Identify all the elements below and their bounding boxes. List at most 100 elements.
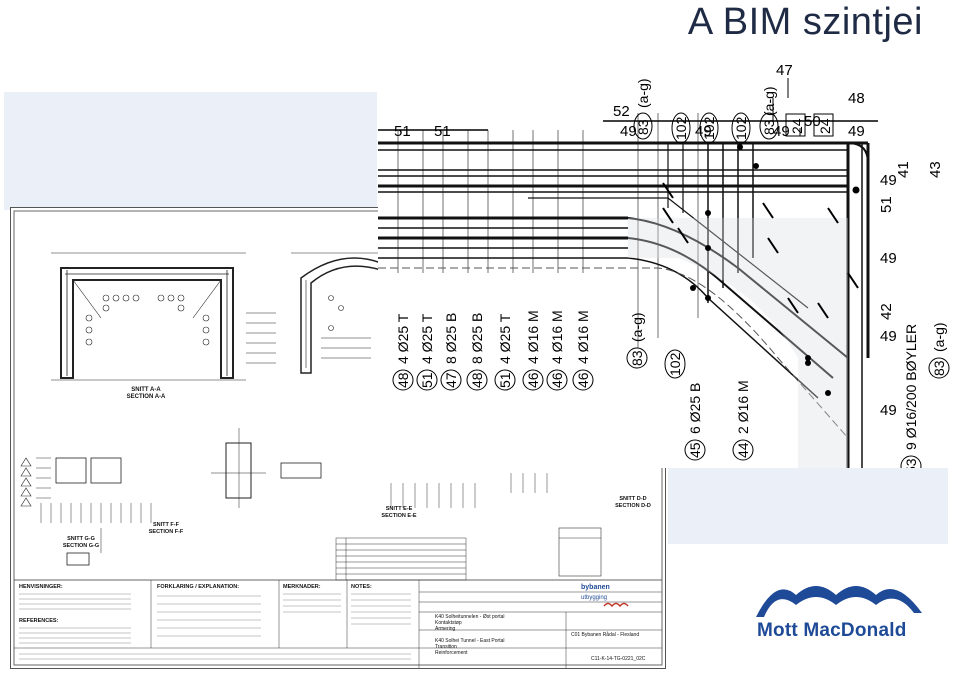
svg-text:102: 102: [667, 352, 683, 376]
section-b-figure: [291, 252, 383, 374]
top-mark: 49: [620, 123, 637, 140]
svg-text:46: 46: [549, 372, 565, 388]
svg-text:8 Ø25 B: 8 Ø25 B: [443, 313, 459, 364]
svg-text:102: 102: [733, 116, 749, 140]
section-d-d-label: SNITT D-D SECTION D-D: [615, 496, 651, 509]
top-circled-labels: 83 (a-g) 102 102 102 83 24 24 (a-g): [633, 78, 834, 144]
svg-text:SNITT D-D: SNITT D-D: [619, 496, 646, 502]
svg-text:(a-g): (a-g): [629, 312, 645, 342]
right-mark: 49: [880, 172, 897, 189]
svg-text:SNITT F-F: SNITT F-F: [153, 522, 180, 528]
svg-text:83: 83: [635, 119, 651, 135]
svg-text:47: 47: [443, 372, 459, 388]
rebar-ticks: [662, 182, 859, 319]
left-mark: 51: [434, 123, 451, 140]
rebar-bars: [378, 113, 870, 468]
svg-text:24: 24: [817, 118, 833, 134]
section-d-d-figure: [558, 527, 602, 577]
svg-text:53: 53: [903, 458, 919, 468]
svg-text:4 Ø16 M: 4 Ø16 M: [549, 310, 565, 364]
svg-text:4 Ø25 T: 4 Ø25 T: [395, 313, 411, 364]
logo-text: Mott MacDonald: [757, 620, 907, 641]
svg-text:102: 102: [701, 116, 717, 140]
svg-text:48: 48: [395, 372, 411, 388]
right-mark: 49: [880, 250, 897, 267]
notes-text-lines: [19, 593, 411, 660]
title-line-1: K40 Solheitunnelen - Øst portal: [435, 614, 505, 620]
top-mark: 49: [695, 123, 712, 140]
top-dim: 52: [613, 103, 630, 120]
section-g-g-label: SNITT G-G SECTION G-G: [63, 536, 99, 549]
title-line-2: Kontaktstøp: [435, 620, 462, 626]
right-mark: 49: [880, 328, 897, 345]
rebar-detail-zoom: 51 51 49 49 49 50 49 52 47 48 83 (a-g) 10…: [378, 58, 959, 468]
section-a-a-figure: [51, 252, 276, 381]
svg-text:9 Ø16/200 BØYLER: 9 Ø16/200 BØYLER: [903, 324, 919, 450]
svg-text:8 Ø25 B: 8 Ø25 B: [469, 313, 485, 364]
svg-text:42: 42: [878, 303, 895, 320]
client-logo-subtext: utbygging: [581, 595, 607, 601]
rebar-dots: [690, 144, 860, 396]
title-line-6: Reinforcement: [435, 650, 468, 656]
references-heading: REFERENCES:: [19, 618, 59, 624]
svg-text:46: 46: [575, 372, 591, 388]
svg-text:41: 41: [895, 161, 912, 178]
henvisninger-heading: HENVISNINGER:: [19, 584, 63, 590]
client-logo-text: bybanen: [581, 584, 610, 591]
small-section-figures: [55, 457, 322, 566]
merknader-heading: MERKNADER:: [283, 584, 321, 590]
slide-title: A BIM szintjei: [687, 1, 923, 43]
dimension-arrows: [608, 78, 801, 136]
svg-text:4 Ø25 T: 4 Ø25 T: [497, 313, 513, 364]
svg-text:SNITT G-G: SNITT G-G: [67, 536, 95, 542]
svg-text:SECTION D-D: SECTION D-D: [615, 503, 651, 509]
top-mark: 50: [804, 113, 821, 130]
svg-text:51: 51: [419, 372, 435, 388]
title-line-5: Transition: [435, 644, 457, 650]
background-panel: [4, 92, 377, 210]
svg-text:83: 83: [761, 119, 777, 135]
svg-text:83: 83: [629, 350, 645, 366]
rebar-labels: 484 Ø25 T 514 Ø25 T 478 Ø25 B 488 Ø25 B …: [392, 310, 950, 468]
svg-text:24: 24: [789, 118, 805, 134]
top-dim: 48: [848, 90, 865, 107]
svg-text:SNITT E-E: SNITT E-E: [386, 506, 413, 512]
revision-triangles: [20, 457, 32, 507]
title-block: bybanen utbygging C01 Bybanen Rådal - Fl…: [419, 584, 662, 668]
revision-table: [335, 537, 467, 581]
svg-text:4 Ø16 M: 4 Ø16 M: [575, 310, 591, 364]
svg-text:43: 43: [927, 161, 944, 178]
svg-text:83: 83: [931, 360, 947, 376]
mott-macdonald-logo: [756, 586, 922, 617]
svg-text:4 Ø25 T: 4 Ø25 T: [419, 313, 435, 364]
left-mark: 51: [394, 123, 411, 140]
top-mark: 49: [848, 123, 865, 140]
svg-text:4 Ø16 M: 4 Ø16 M: [525, 310, 541, 364]
project-name: C01 Bybanen Rådal - Flesland: [571, 631, 639, 638]
section-f-f-label: SNITT F-F SECTION F-F: [149, 522, 184, 535]
svg-text:(a-g): (a-g): [931, 322, 947, 352]
right-marks: 49 49 49 49 41 43 51 42: [878, 161, 944, 419]
top-dim: 47: [776, 62, 793, 79]
svg-text:102: 102: [673, 116, 689, 140]
svg-text:6 Ø25 B: 6 Ø25 B: [687, 383, 703, 434]
drawing-sheet: SNITT A-A SECTION A-A SNITT F-F SECTION …: [13, 210, 663, 668]
drawing-number: C11-K-14-TG-0221_02C: [591, 656, 646, 662]
rotated-text-blocks: [40, 473, 548, 523]
svg-text:(a-g): (a-g): [761, 86, 777, 116]
title-line-3: Armering: [435, 626, 456, 632]
notes-heading: NOTES:: [351, 584, 372, 590]
section-a-a-label: SNITT A-A SECTION A-A: [127, 387, 166, 400]
svg-text:48: 48: [469, 372, 485, 388]
section-e-e-label: SNITT E-E SECTION E-E: [381, 506, 416, 519]
right-mark: 49: [880, 402, 897, 419]
explanation-heading: FORKLARING / EXPLANATION:: [157, 584, 239, 590]
rebar-detail-svg: 51 51 49 49 49 50 49 52 47 48 83 (a-g) 10…: [378, 62, 950, 468]
svg-text:SECTION G-G: SECTION G-G: [63, 543, 99, 549]
svg-text:SNITT A-A: SNITT A-A: [131, 387, 161, 393]
rebar-schedule-lines: [36, 457, 51, 499]
svg-text:SECTION F-F: SECTION F-F: [149, 529, 184, 535]
client-logo-mark: [603, 602, 629, 608]
section-f-f-figure: [211, 428, 266, 508]
svg-text:(a-g): (a-g): [635, 78, 651, 108]
